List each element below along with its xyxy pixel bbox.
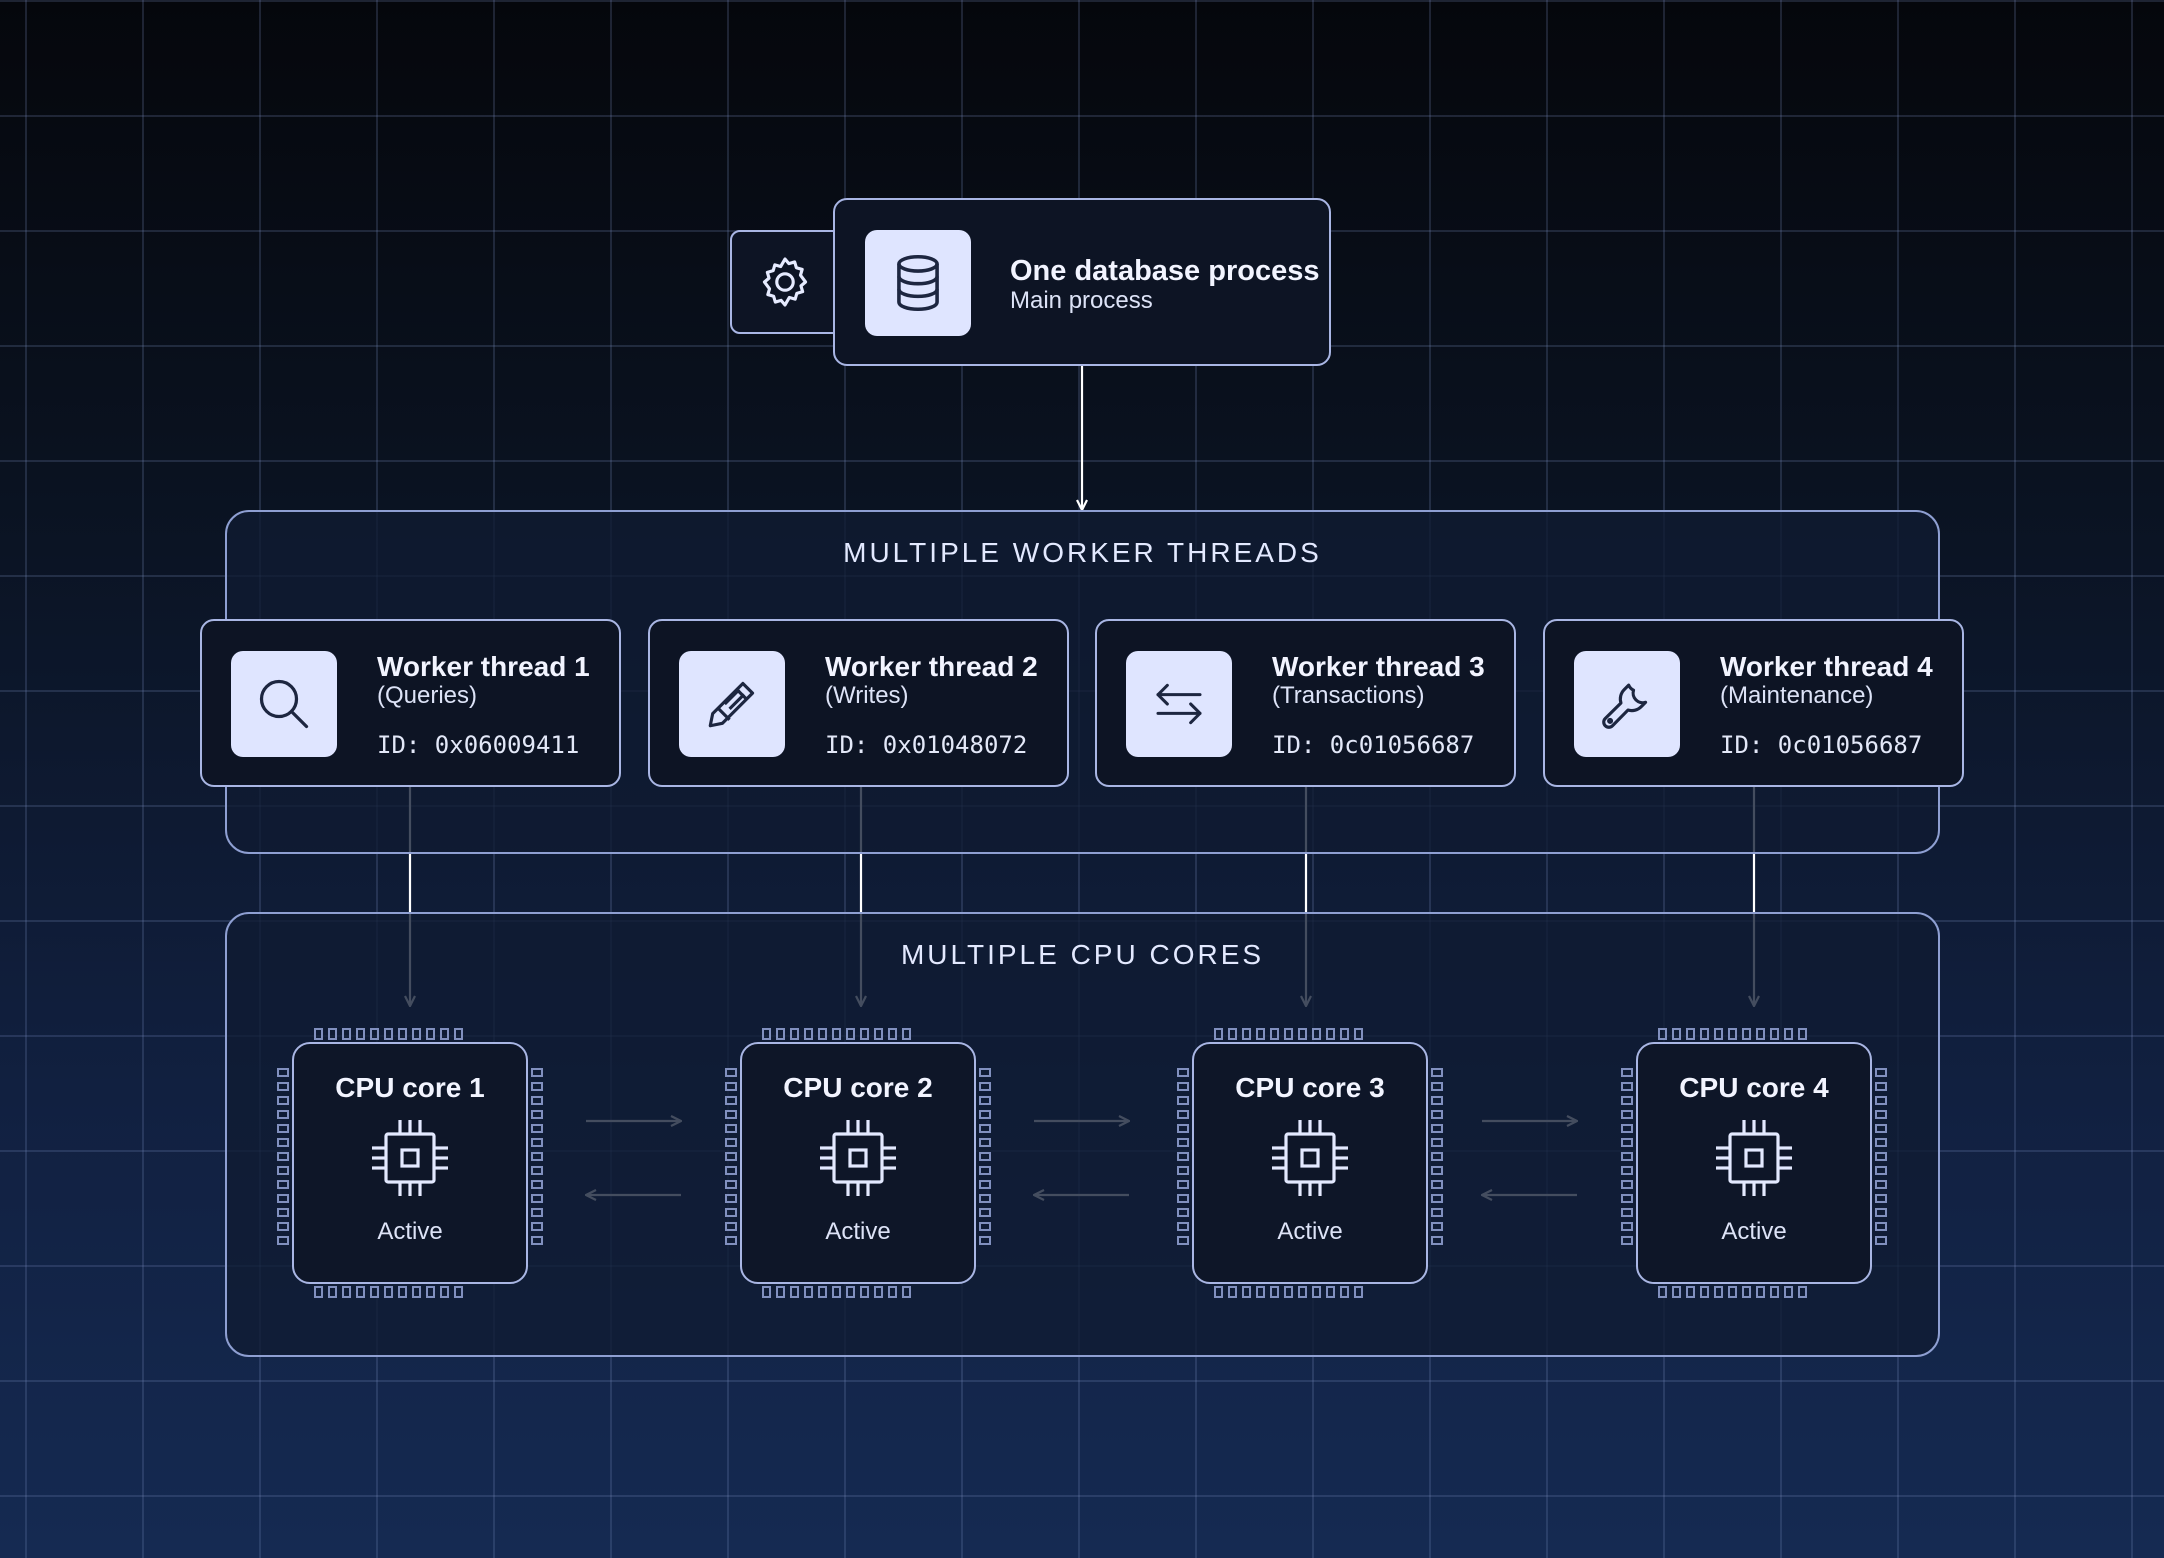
cpu-core-title: CPU core 1 — [335, 1072, 485, 1103]
thread-icon-tile — [1126, 651, 1232, 757]
cpu-core-status: Active — [1721, 1218, 1787, 1245]
cpu-core-3[interactable]: CPU core 3 Active — [1177, 1028, 1443, 1298]
cpu-core-title: CPU core 2 — [783, 1072, 933, 1103]
thread-icon-tile — [231, 651, 337, 757]
cpu-core-body: CPU core 4 Active — [1636, 1042, 1872, 1284]
cpu-pins-right — [1875, 1068, 1887, 1245]
thread-title: Worker thread 2 — [825, 651, 1038, 682]
worker-thread-card-4[interactable]: Worker thread 4 (Maintenance) ID: 0c0105… — [1543, 619, 1964, 787]
cpu-pins-top — [1214, 1028, 1363, 1040]
thread-icon-tile — [679, 651, 785, 757]
cpu-pins-bottom — [314, 1286, 463, 1298]
gear-icon — [756, 253, 814, 311]
thread-id: ID: 0c01056687 — [1272, 731, 1475, 759]
search-icon — [254, 674, 314, 734]
thread-icon-tile — [1574, 651, 1680, 757]
thread-id: ID: 0c01056687 — [1720, 731, 1923, 759]
cpu-pins-left — [1177, 1068, 1189, 1245]
cpu-pins-left — [1621, 1068, 1633, 1245]
database-icon — [889, 252, 947, 314]
cpu-pins-bottom — [762, 1286, 911, 1298]
worker-thread-card-3[interactable]: Worker thread 3 (Transactions) ID: 0c010… — [1095, 619, 1516, 787]
worker-thread-card-1[interactable]: Worker thread 1 (Queries) ID: 0x06009411 — [200, 619, 621, 787]
chip-icon — [368, 1116, 452, 1200]
process-subtitle: Main process — [1010, 287, 1153, 314]
cpu-core-body: CPU core 1 Active — [292, 1042, 528, 1284]
thread-id: ID: 0x01048072 — [825, 731, 1028, 759]
thread-role: (Writes) — [825, 682, 909, 709]
worker-threads-title: MULTIPLE WORKER THREADS — [843, 537, 1322, 568]
cpu-core-1[interactable]: CPU core 1 Active — [277, 1028, 543, 1298]
cpu-core-body: CPU core 2 Active — [740, 1042, 976, 1284]
cpu-core-title: CPU core 4 — [1679, 1072, 1829, 1103]
transfer-arrows-icon — [1151, 676, 1207, 732]
cpu-core-4[interactable]: CPU core 4 Active — [1621, 1028, 1887, 1298]
cpu-core-status: Active — [825, 1218, 891, 1245]
cpu-pins-top — [762, 1028, 911, 1040]
cpu-core-title: CPU core 3 — [1235, 1072, 1385, 1103]
cpu-core-status: Active — [377, 1218, 443, 1245]
cpu-pins-bottom — [1658, 1286, 1807, 1298]
worker-thread-card-2[interactable]: Worker thread 2 (Writes) ID: 0x01048072 — [648, 619, 1069, 787]
settings-tab[interactable] — [730, 230, 848, 334]
cpu-pins-top — [314, 1028, 463, 1040]
wrench-icon — [1598, 675, 1656, 733]
thread-role: (Queries) — [377, 682, 478, 709]
cpu-pins-right — [531, 1068, 543, 1245]
chip-icon — [816, 1116, 900, 1200]
thread-title: Worker thread 4 — [1720, 651, 1933, 682]
process-title: One database process — [1010, 255, 1320, 287]
cpu-pins-right — [979, 1068, 991, 1245]
thread-title: Worker thread 3 — [1272, 651, 1485, 682]
thread-role: (Transactions) — [1272, 682, 1425, 709]
cpu-core-status: Active — [1277, 1218, 1343, 1245]
cpu-core-body: CPU core 3 Active — [1192, 1042, 1428, 1284]
cpu-pins-left — [277, 1068, 289, 1245]
thread-id: ID: 0x06009411 — [377, 731, 580, 759]
database-icon-tile — [865, 230, 971, 336]
cpu-core-2[interactable]: CPU core 2 Active — [725, 1028, 991, 1298]
cpu-pins-left — [725, 1068, 737, 1245]
cpu-pins-bottom — [1214, 1286, 1363, 1298]
chip-icon — [1712, 1116, 1796, 1200]
cpu-cores-title: MULTIPLE CPU CORES — [900, 939, 1265, 970]
thread-title: Worker thread 1 — [377, 651, 590, 682]
pencil-icon — [703, 675, 761, 733]
main-process-card[interactable]: One database process Main process — [833, 198, 1331, 366]
thread-role: (Maintenance) — [1720, 682, 1874, 709]
cpu-pins-top — [1658, 1028, 1807, 1040]
cpu-pins-right — [1431, 1068, 1443, 1245]
chip-icon — [1268, 1116, 1352, 1200]
